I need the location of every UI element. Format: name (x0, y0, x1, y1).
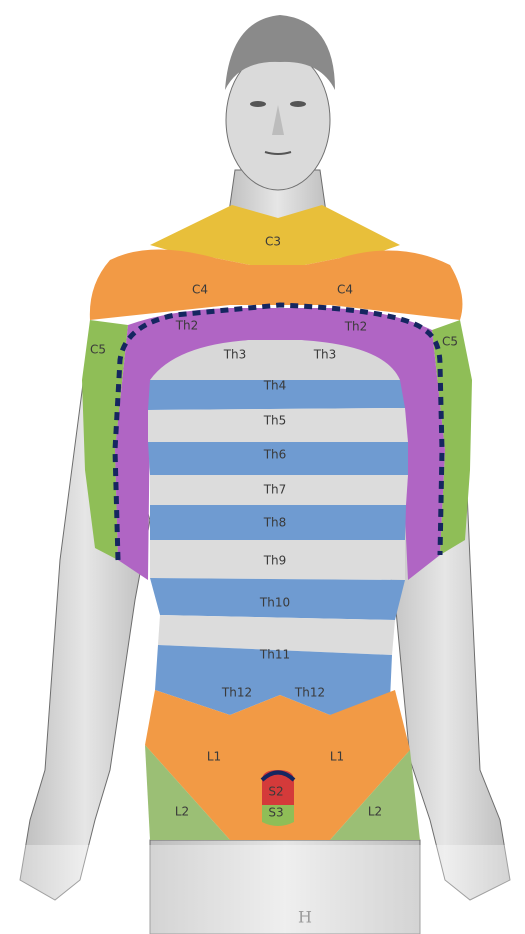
label-s3: S3 (268, 806, 283, 820)
label-l2-right: L2 (368, 805, 382, 819)
label-th2-left: Th2 (175, 319, 199, 333)
label-th6: Th6 (263, 448, 287, 462)
label-th3-left: Th3 (223, 348, 247, 362)
label-th3-right: Th3 (313, 348, 337, 362)
bottom-fade (0, 845, 525, 934)
right-eye (290, 101, 306, 107)
label-th12-left: Th12 (221, 686, 252, 700)
left-eye (250, 101, 266, 107)
label-s2: S2 (268, 785, 283, 799)
watermark: H (298, 908, 312, 927)
label-th5: Th5 (263, 414, 287, 428)
label-l1-left: L1 (207, 750, 221, 764)
label-c4-right: C4 (337, 283, 353, 297)
label-th4: Th4 (263, 379, 287, 393)
label-th9: Th9 (263, 554, 287, 568)
label-th12-right: Th12 (294, 686, 325, 700)
label-th10: Th10 (259, 596, 290, 610)
label-th7: Th7 (263, 483, 287, 497)
label-c4-left: C4 (192, 283, 208, 297)
label-th8: Th8 (263, 516, 287, 530)
label-l2-left: L2 (175, 805, 189, 819)
label-c5-right: C5 (442, 335, 458, 349)
label-th2-right: Th2 (344, 320, 368, 334)
label-c3: C3 (265, 235, 281, 249)
label-th11: Th11 (259, 648, 290, 662)
label-c5-left: C5 (90, 343, 106, 357)
label-l1-right: L1 (330, 750, 344, 764)
head (225, 15, 335, 190)
